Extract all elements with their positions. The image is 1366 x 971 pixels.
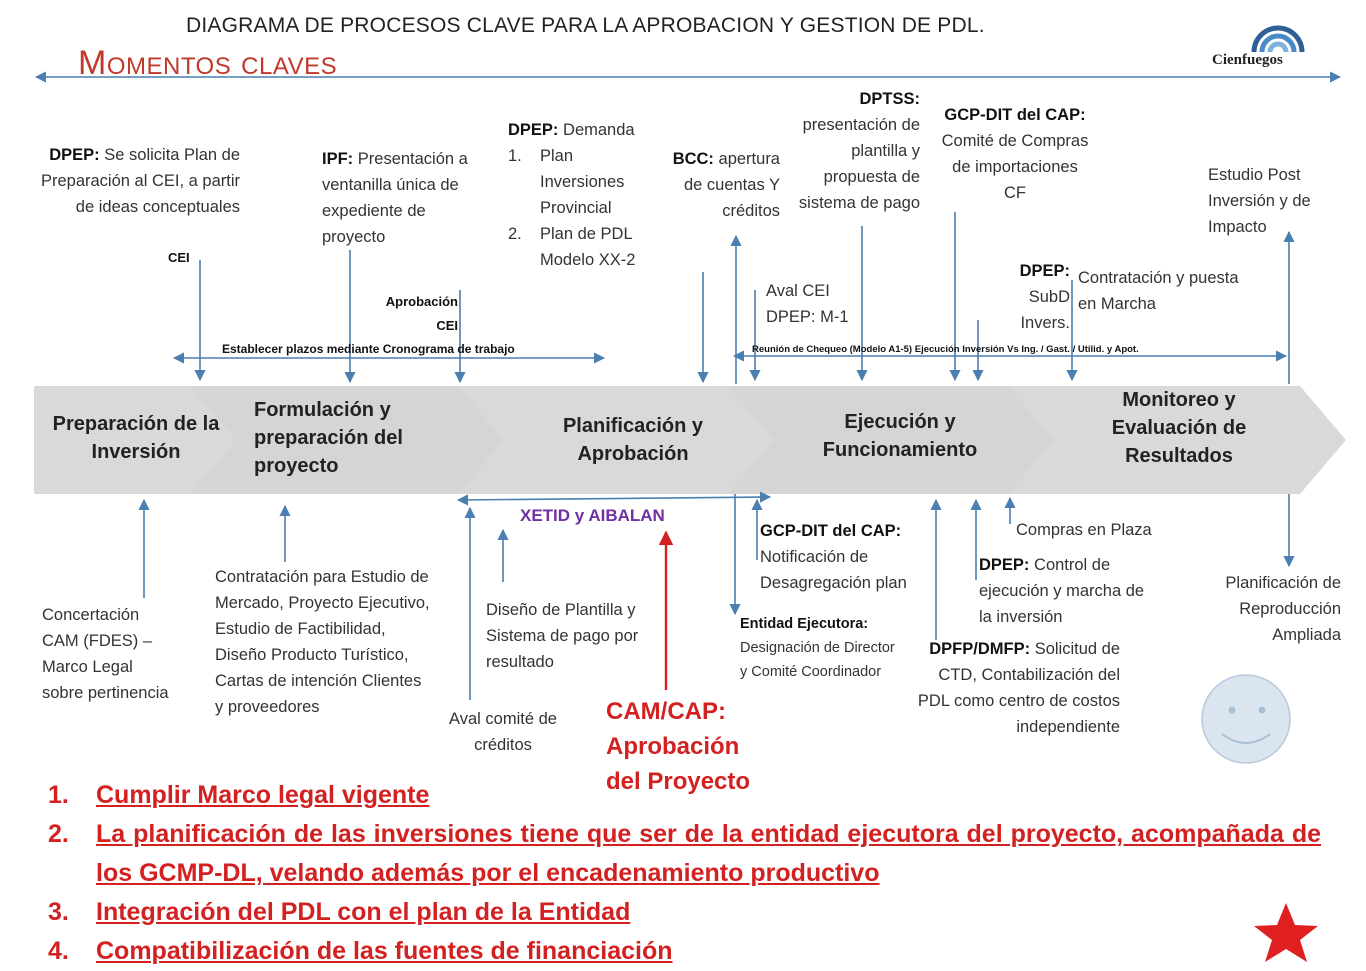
note-text: Solicitud de CTD, Contabilización del PD… [917,640,1120,736]
note-aprobacion-cei: Aprobación CEI [360,290,458,338]
note-planificacion-rep: Planificación de Reproducción Ampliada [1225,574,1341,644]
note-text: Control de ejecución y marcha de la inve… [979,556,1145,626]
rule-text: Integración del PDL con el plan de la En… [96,898,631,926]
note-org: IPF: [322,150,354,168]
note-contratacion-estudio: Contratación para Estudio de Mercado, Pr… [215,568,430,716]
note-line: Aval CEI [766,282,830,300]
rule-number: 3. [48,898,69,926]
note-text: Presentación a ventanilla única de exped… [322,150,468,246]
note-text: presentación de plantilla y propuesta de… [798,116,920,212]
rule-number: 1. [48,781,69,809]
note-text: apertura de cuentas Y créditos [683,150,780,220]
note-dpep-control: DPEP: Control de ejecución y marcha de l… [979,552,1159,630]
stage-planificacion: Planificación y Aprobación [562,415,704,465]
stage-monitoreo: Monitoreo y Evaluación de Resultados [1111,389,1247,467]
note-text: Designación de Director y Comité Coordin… [740,640,895,680]
note-entidad: Entidad Ejecutora: Designación de Direct… [740,612,900,684]
rule-number: 2. [48,820,69,848]
note-gcp-dit-bottom: GCP-DIT del CAP: Notificación de Desagre… [760,518,940,596]
note-contratacion: Contratación y puesta en Marcha [1078,269,1239,313]
tag-cei: CEI [168,250,190,265]
note-reunion: Reunión de Chequeo (Modelo A1-5) Ejecuci… [752,344,1139,355]
note-dpep-demanda: DPEP: Demanda 1.Plan Inversiones Provinc… [508,117,668,273]
note-plazos: Establecer plazos mediante Cronograma de… [222,342,515,356]
note-org: Entidad Ejecutora: [740,616,869,632]
note-text: Notificación de Desagregación plan [760,548,907,592]
note-dpep-plan: DPEP: Se solicita Plan de Preparación al… [40,142,240,220]
note-concertacion: Concertación CAM (FDES) – Marco Legal so… [42,606,169,702]
rule-text: Compatibilización de las fuentes de fina… [96,937,673,965]
note-line: CEI [436,318,458,333]
note-line: Aprobación [385,294,458,309]
smiley-face-icon [1201,674,1291,764]
note-line: Aprobación [606,733,740,760]
note-cam-cap: CAM/CAP: Aprobación del Proyecto [606,694,750,799]
note-estudio-post: Estudio Post Inversión y de Impacto [1208,166,1311,236]
list-item: 1. Cumplir Marco legal vigente [48,776,1321,815]
note-bcc: BCC: apertura de cuentas Y créditos [655,146,780,224]
red-star-icon [1254,903,1318,962]
note-line: del Proyecto [606,768,751,795]
process-chevrons [34,386,1346,494]
stage-formulacion: Formulación y preparación del proyecto [254,399,403,477]
note-text: Demanda [563,121,635,139]
note-ipf: IPF: Presentación a ventanilla única de … [322,146,487,250]
logo-text: Cienfuegos [1212,52,1283,68]
list-item: 3. Integración del PDL con el plan de la… [48,893,1321,932]
rule-text: Cumplir Marco legal vigente [96,781,430,809]
note-compras: Compras en Plaza [1016,521,1152,539]
note-org: GCP-DIT del CAP: [944,106,1086,124]
note-list-item: Plan Inversiones Provincial [540,147,625,217]
note-aval-cei: Aval CEI DPEP: M-1 [766,278,876,330]
note-org: DPEP: [508,121,559,139]
list-item: 4. Compatibilización de las fuentes de f… [48,932,1321,971]
list-item: 2. La planificación de las inversiones t… [48,815,1321,893]
note-text: Comité de Compras de importaciones CF [941,132,1089,202]
note-diseno: Diseño de Plantilla y Sistema de pago po… [486,601,639,671]
note-dptss: DPTSS: presentación de plantilla y propu… [796,86,920,216]
rules-list: 1. Cumplir Marco legal vigente 2. La pla… [48,776,1321,971]
stage-preparacion: Preparación de la Inversión [52,413,220,463]
note-org: BCC: [672,150,714,168]
rule-text: La planificación de las inversiones tien… [96,820,1321,887]
note-dpfp: DPFP/DMFP: Solicitud de CTD, Contabiliza… [905,636,1120,740]
note-dpep-subd: DPEP: SubD Invers. [1004,258,1070,336]
note-line: SubD [1028,288,1070,306]
logo-arc-icon [1248,18,1308,59]
note-org: DPFP/DMFP: [929,640,1031,658]
note-aval-comite: Aval comité de créditos [449,710,557,754]
note-text: Se solicita Plan de Preparación al CEI, … [40,146,240,216]
note-gcp-dit-top: GCP-DIT del CAP: Comité de Compras de im… [940,102,1090,206]
note-line: CAM/CAP: [606,698,726,725]
note-org: GCP-DIT del CAP: [760,522,902,540]
rule-number: 4. [48,937,69,965]
note-org: DPTSS: [859,90,920,108]
note-list-item: Plan de PDL Modelo XX-2 [540,225,636,269]
note-org: DPEP: [1019,262,1070,280]
diagram-title: DIAGRAMA DE PROCESOS CLAVE PARA LA APROB… [186,14,985,37]
note-xetid: XETID y AIBALAN [520,506,665,525]
note-line: Invers. [1020,314,1070,332]
stage-ejecucion: Ejecución y Funcionamiento [822,411,978,461]
note-line: DPEP: M-1 [766,308,849,326]
note-org: DPEP: [979,556,1030,574]
note-org: DPEP: [49,146,100,164]
